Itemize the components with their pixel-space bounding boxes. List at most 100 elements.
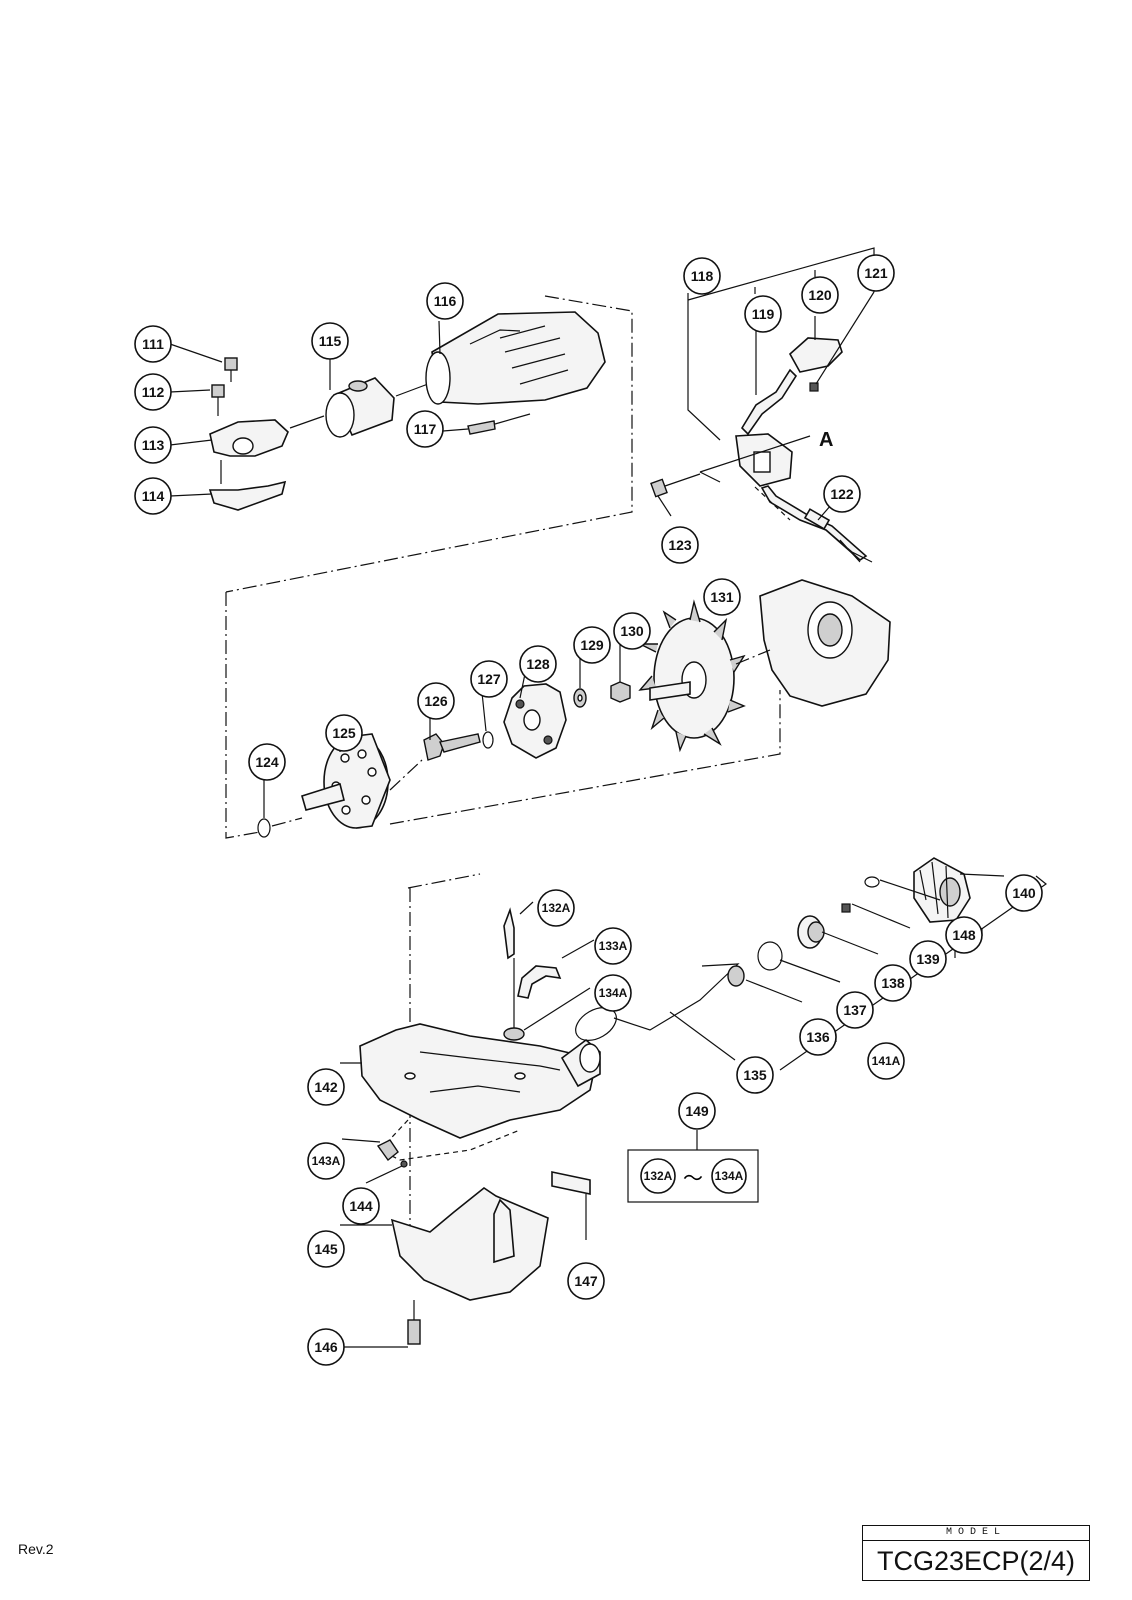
callout-116-circle [426,282,464,320]
callout-145: 145 [307,1230,345,1268]
detail-label-a: A [819,429,833,451]
svg-text:132A: 132A [644,1169,673,1183]
callout-114-circle [134,477,172,515]
callout-135-label: 135 [743,1067,767,1083]
callout-115: 115 [311,322,349,360]
callout-139-circle [909,940,947,978]
callout-139-label: 139 [916,951,940,967]
callout-138: 138 [874,964,912,1002]
guard-145-shape [390,1187,549,1301]
clamp-114-shape [208,480,287,511]
kit-box-149: 132A ～ 134A [627,1130,759,1203]
callout-134A: 134A [594,974,632,1012]
ring-124-shape [257,818,271,838]
nut-130-shape [610,681,631,703]
callout-148-label: 148 [952,927,976,943]
callout-124-label: 124 [255,754,279,770]
callout-140: 140 [1005,874,1043,912]
section-clamp-gearcase [169,295,633,593]
callout-125-circle [325,714,363,752]
loop-135-shape [575,1007,617,1041]
callout-132A-label: 132A [542,901,571,915]
case-116-shape [431,311,606,405]
grommet-134A-shape [503,1027,525,1041]
plug-143A-shape [376,1139,399,1162]
callout-123-label: 123 [668,537,692,553]
callout-113-circle [134,426,172,464]
callout-120-label: 120 [808,287,832,303]
callout-114: 114 [134,477,172,515]
callout-140-circle [1005,874,1043,912]
callout-126: 126 [417,682,455,720]
callout-111-label: 111 [142,336,164,352]
model-label: MODEL [863,1526,1089,1541]
callout-125: 125 [325,714,363,752]
callout-112: 112 [134,373,172,411]
callout-148: 148 [945,916,983,954]
callout-111: 111 [134,325,172,363]
callout-143A: 143A [307,1142,345,1180]
callout-147-circle [567,1262,605,1300]
bolt-146-shape [407,1300,421,1345]
clutch-128-shape [503,683,567,759]
callout-141A-circle [867,1042,905,1080]
svg-text:134A: 134A [715,1169,744,1183]
callout-145-circle [307,1230,345,1268]
callout-130-circle [613,612,651,650]
callout-112-circle [134,373,172,411]
callout-123-circle [661,526,699,564]
callout-132A-circle [537,889,575,927]
callout-134A-label: 134A [599,986,628,1000]
callout-128-label: 128 [526,656,550,672]
bolt-112-shape [211,384,225,416]
callout-133A-label: 133A [599,939,628,953]
callout-116-label: 116 [434,293,457,309]
callout-130: 130 [613,612,651,650]
callout-127-label: 127 [477,671,501,687]
callout-133A: 133A [594,927,632,965]
callout-117-circle [406,410,444,448]
callout-118-label: 118 [691,268,714,284]
callout-141A: 141A [867,1042,905,1080]
callout-129-label: 129 [580,637,604,653]
callout-139: 139 [909,940,947,978]
callout-128-circle [519,645,557,683]
callout-kit-to: 134A [711,1158,747,1194]
callout-146: 146 [307,1328,345,1366]
callout-144: 144 [342,1187,380,1225]
callout-122: 122 [823,475,861,513]
callout-140-label: 140 [1012,885,1036,901]
cap-140-shape [913,857,971,923]
callout-135: 135 [736,1056,774,1094]
callout-117: 117 [406,410,444,448]
section-ignition [650,247,875,563]
callout-141A-label: 141A [872,1054,901,1068]
callout-123: 123 [661,526,699,564]
label-147-shape [551,1171,591,1195]
callout-131: 131 [703,578,741,616]
callout-128: 128 [519,645,557,683]
revision-label: Rev.2 [18,1541,54,1557]
callout-127-circle [470,660,508,698]
callout-147: 147 [567,1262,605,1300]
callout-130-label: 130 [620,623,644,639]
clamp-113-shape [209,419,289,457]
callout-126-circle [417,682,455,720]
callout-113-label: 113 [142,437,165,453]
callout-120-circle [801,276,839,314]
callout-113: 113 [134,426,172,464]
callout-116: 116 [426,282,464,320]
callout-147-label: 147 [574,1273,598,1289]
callout-142: 142 [307,1068,345,1106]
bolt-126-shape [423,733,481,761]
callout-148-circle [945,916,983,954]
callout-136-label: 136 [806,1029,830,1045]
callout-144-circle [342,1187,380,1225]
callout-kit-from: 132A [640,1158,676,1194]
callout-115-label: 115 [319,333,342,349]
callout-111-circle [134,325,172,363]
callout-129-circle [573,626,611,664]
callout-122-label: 122 [830,486,854,502]
flywheel-131-shape [638,599,746,753]
pipe-132A-shape [503,907,515,960]
